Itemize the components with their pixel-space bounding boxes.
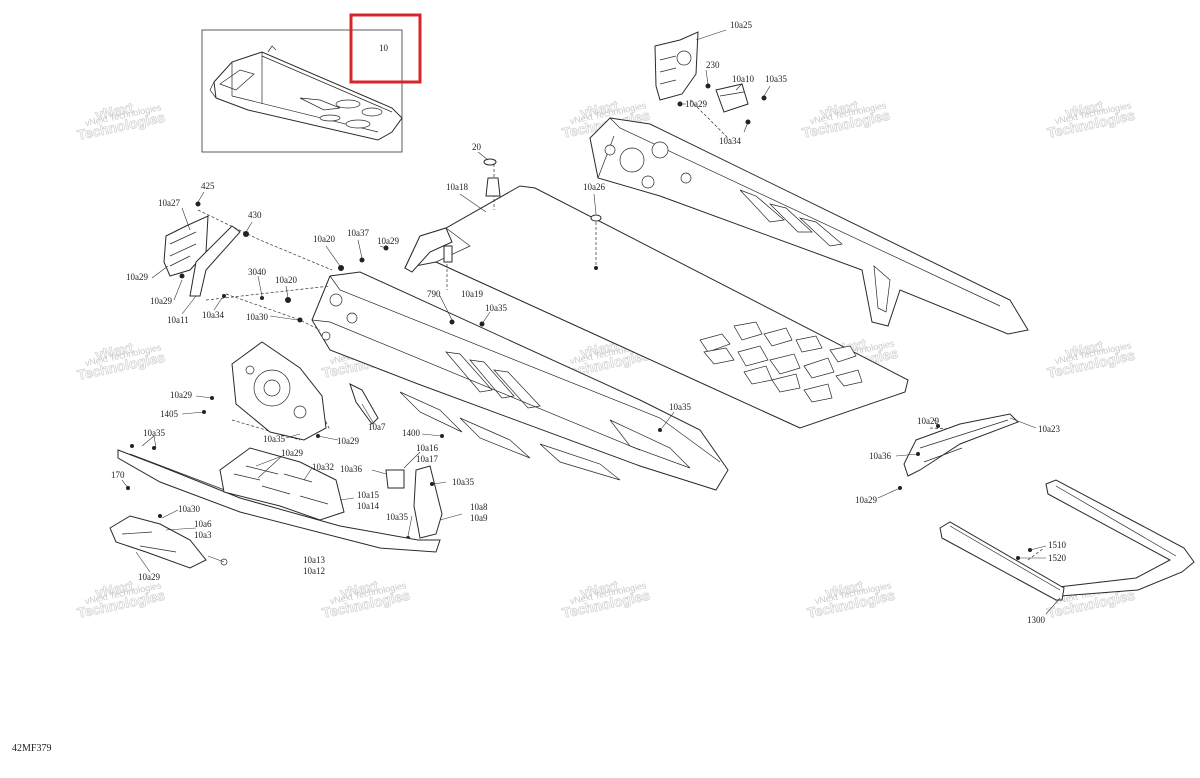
callout-labels: 10a25 230 10a10 10a35 10a29 10a34 20 10a… <box>111 20 1067 625</box>
callout-10a29[interactable]: 10a29 <box>685 99 707 109</box>
callout-10a29[interactable]: 10a29 <box>138 572 160 582</box>
callout-10a20[interactable]: 10a20 <box>313 234 335 244</box>
callout-10a15[interactable]: 10a15 <box>357 490 379 500</box>
callout-1405[interactable]: 1405 <box>160 409 179 419</box>
callout-10a35[interactable]: 10a35 <box>386 512 408 522</box>
callout-10a27[interactable]: 10a27 <box>158 198 180 208</box>
callout-1300[interactable]: 1300 <box>1027 615 1046 625</box>
callout-10a32[interactable]: 10a32 <box>312 462 334 472</box>
callout-10a29[interactable]: 10a29 <box>150 296 172 306</box>
callout-10a6[interactable]: 10a6 <box>194 519 212 529</box>
watermark: vNext Technologies vNext Technologies <box>800 97 891 142</box>
callout-10a12[interactable]: 10a12 <box>303 566 325 576</box>
callout-10a25[interactable]: 10a25 <box>730 20 752 30</box>
left-gusset-plate <box>202 341 327 441</box>
callout-10a20[interactable]: 10a20 <box>275 275 297 285</box>
left-bracket-assembly <box>163 201 303 323</box>
inset-overview[interactable]: 10 <box>201 13 422 153</box>
callout-10a35[interactable]: 10a35 <box>765 74 787 84</box>
callout-10a3[interactable]: 10a3 <box>194 530 212 540</box>
callout-10a18[interactable]: 10a18 <box>446 182 468 192</box>
rear-bracket-assembly <box>654 31 767 125</box>
callout-10a23[interactable]: 10a23 <box>1038 424 1060 434</box>
callout-10a19[interactable]: 10a19 <box>461 289 483 299</box>
watermark: vNext Technologies vNext Technologies <box>75 339 166 384</box>
callout-170[interactable]: 170 <box>111 470 125 480</box>
callout-10a8[interactable]: 10a8 <box>470 502 488 512</box>
callout-10a7[interactable]: 10a7 <box>368 422 386 432</box>
right-side-bracket <box>898 413 1019 490</box>
rear-bumper <box>939 479 1195 601</box>
inset-label[interactable]: 10 <box>379 43 389 53</box>
callout-10a35[interactable]: 10a35 <box>452 477 474 487</box>
callout-10a29[interactable]: 10a29 <box>377 236 399 246</box>
callout-230[interactable]: 230 <box>706 60 720 70</box>
callout-20[interactable]: 20 <box>472 142 482 152</box>
callout-1400[interactable]: 1400 <box>402 428 421 438</box>
callout-10a35[interactable]: 10a35 <box>485 303 507 313</box>
watermark: vNext Technologies vNext Technologies <box>75 99 166 144</box>
inset-highlight-frame <box>349 13 422 84</box>
callout-10a16[interactable]: 10a16 <box>416 443 438 453</box>
callout-10a29[interactable]: 10a29 <box>170 390 192 400</box>
callout-3040[interactable]: 3040 <box>248 267 267 277</box>
callout-10a37[interactable]: 10a37 <box>347 228 369 238</box>
callout-10a10[interactable]: 10a10 <box>732 74 754 84</box>
callout-10a26[interactable]: 10a26 <box>583 182 605 192</box>
tunnel-top-holes <box>699 321 863 403</box>
callout-430[interactable]: 430 <box>248 210 262 220</box>
inset-tunnel-drawing <box>209 45 403 141</box>
watermark: vNext Technologies vNext Technologies <box>560 577 651 622</box>
callout-10a34[interactable]: 10a34 <box>719 136 741 146</box>
callout-10a17[interactable]: 10a17 <box>416 454 438 464</box>
tunnel-left-rail <box>311 271 729 491</box>
callout-10a29[interactable]: 10a29 <box>337 436 359 446</box>
callout-10a9[interactable]: 10a9 <box>470 513 488 523</box>
watermark: vNext Technologies vNext Technologies <box>1045 337 1136 382</box>
leader-lines <box>121 29 1061 615</box>
callout-10a13[interactable]: 10a13 <box>303 555 325 565</box>
callout-10a34[interactable]: 10a34 <box>202 310 224 320</box>
watermark: vNext Technologies vNext Technologies <box>805 577 896 622</box>
small-brackets <box>349 383 662 540</box>
callout-1520[interactable]: 1520 <box>1048 553 1067 563</box>
callout-10a29[interactable]: 10a29 <box>917 416 939 426</box>
callout-425[interactable]: 425 <box>201 181 215 191</box>
watermark: vNext Technologies vNext Technologies <box>1045 97 1136 142</box>
watermark: vNext Technologies vNext Technologies <box>320 577 411 622</box>
callout-1510[interactable]: 1510 <box>1048 540 1067 550</box>
callout-10a30[interactable]: 10a30 <box>246 312 268 322</box>
callout-10a30[interactable]: 10a30 <box>178 504 200 514</box>
callout-10a29[interactable]: 10a29 <box>281 448 303 458</box>
callout-10a29[interactable]: 10a29 <box>855 495 877 505</box>
running-board-trim <box>117 444 441 553</box>
callout-10a36[interactable]: 10a36 <box>340 464 362 474</box>
tunnel-assembly <box>311 117 1029 491</box>
callout-10a35[interactable]: 10a35 <box>143 428 165 438</box>
callout-10a35[interactable]: 10a35 <box>669 402 691 412</box>
callout-790[interactable]: 790 <box>427 289 441 299</box>
callout-10a11[interactable]: 10a11 <box>167 315 189 325</box>
callout-10a29[interactable]: 10a29 <box>126 272 148 282</box>
callout-10a36[interactable]: 10a36 <box>869 451 891 461</box>
callout-10a14[interactable]: 10a14 <box>357 501 379 511</box>
diagram-code: 42MF379 <box>12 743 52 754</box>
lower-left-bracket <box>109 514 228 569</box>
footrest-grate <box>219 447 345 521</box>
callout-10a35[interactable]: 10a35 <box>263 434 285 444</box>
